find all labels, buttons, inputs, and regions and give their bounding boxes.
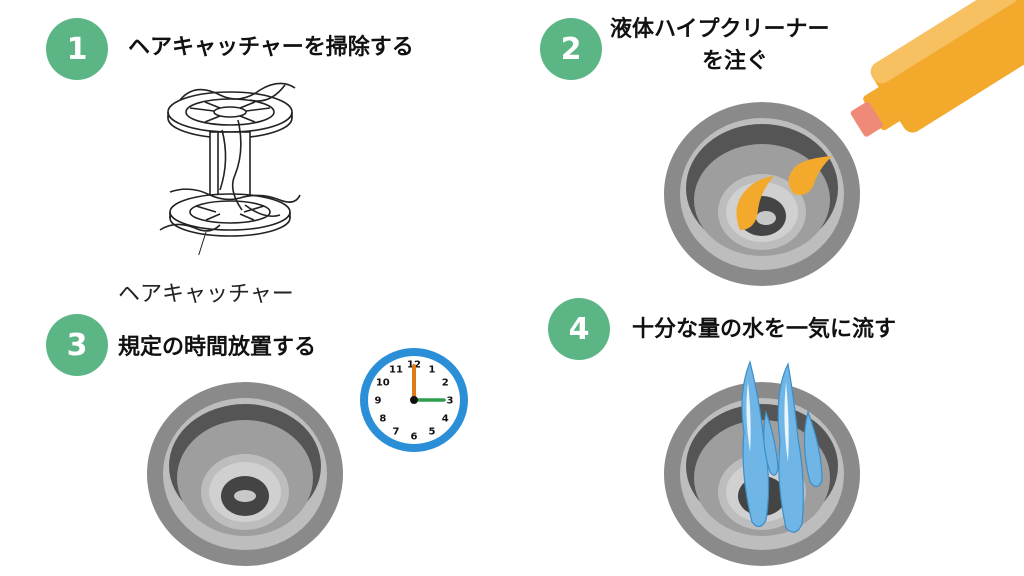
step-4-badge: 4 <box>548 298 610 360</box>
step-3-title: 規定の時間放置する <box>118 335 317 360</box>
hair-catcher-caption: ヘアキャッチャー <box>118 282 294 307</box>
drain-icon <box>147 382 343 566</box>
clock-numeral: 5 <box>429 427 436 438</box>
step-2-badge: 2 <box>540 18 602 80</box>
drain-icon <box>664 102 860 286</box>
clock-icon: 121234567891011 <box>360 348 468 452</box>
clock-numeral: 1 <box>429 364 436 375</box>
step-2-title-line2: を注ぐ <box>702 49 769 74</box>
step-1-badge: 1 <box>46 18 108 80</box>
clock-numeral: 10 <box>376 378 390 389</box>
step-4-title: 十分な量の水を一気に流す <box>632 317 897 342</box>
water-splash-icon <box>741 360 823 533</box>
step-2-title-line1: 液体ハイプクリーナー <box>610 17 830 42</box>
clock-numeral: 9 <box>375 396 382 407</box>
step-3-badge: 3 <box>46 314 108 376</box>
clock-numeral: 7 <box>393 427 400 438</box>
clock-numeral: 11 <box>389 364 403 375</box>
clock-numeral: 8 <box>379 414 386 425</box>
clock-numeral: 2 <box>442 378 449 389</box>
clock-numeral: 4 <box>442 414 449 425</box>
clock-numeral: 6 <box>411 432 418 443</box>
clock-numeral: 3 <box>447 396 454 407</box>
hair-catcher-icon <box>159 82 301 255</box>
cleaner-bottle-icon <box>850 0 1024 137</box>
step-1-title: ヘアキャッチャーを掃除する <box>128 35 414 60</box>
